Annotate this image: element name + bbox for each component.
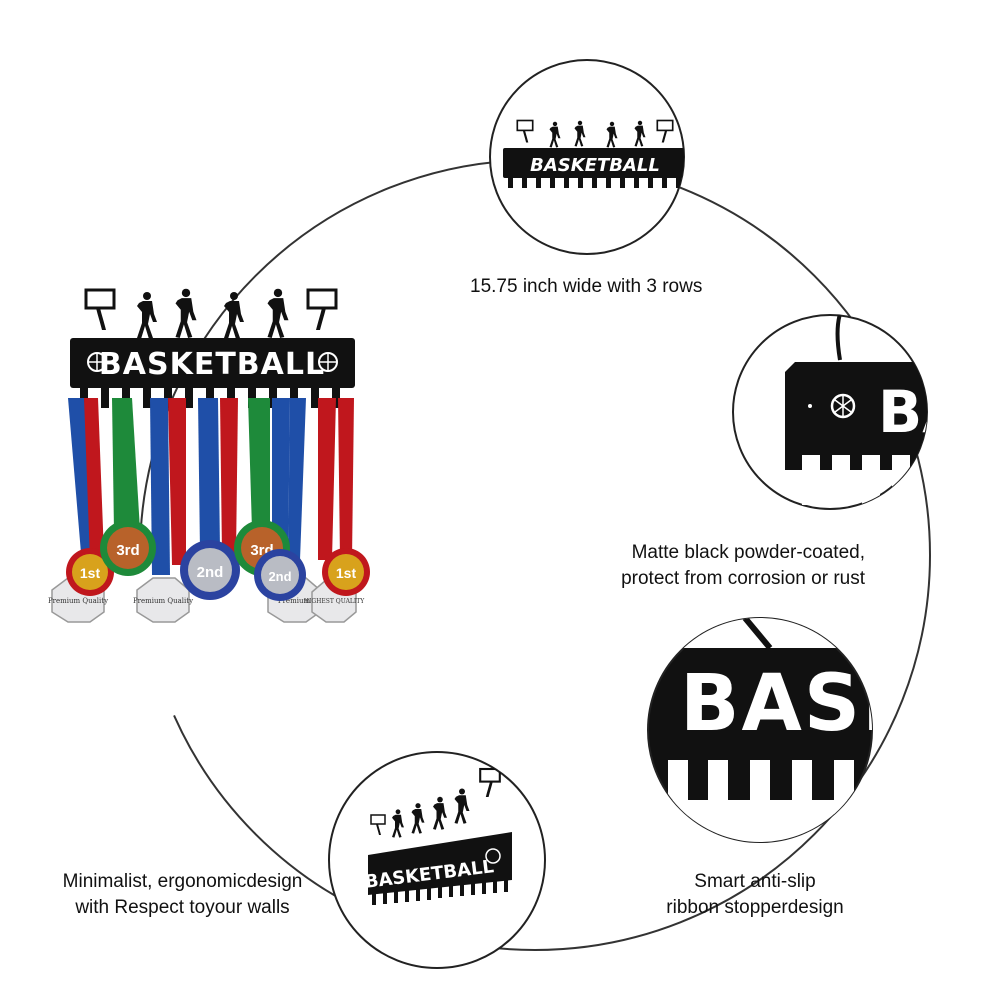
caption-line: Minimalist, ergonomicdesign: [62, 871, 303, 892]
svg-text:1st: 1st: [336, 565, 357, 581]
hoop-left-icon: [84, 288, 116, 332]
caption-line: Smart anti-slip: [694, 871, 816, 892]
svg-text:3rd: 3rd: [116, 542, 139, 559]
medals: 1st 3rd 2nd 3rd 2nd 1st: [66, 520, 370, 601]
svg-text:HIGHEST QUALITY: HIGHEST QUALITY: [304, 598, 366, 605]
feature-caption-stopper: Smart anti-slip ribbon stopperdesign: [640, 869, 870, 921]
corner-detail-text: BA: [878, 378, 967, 446]
caption-line: 15.75 inch wide with 3 rows: [470, 276, 703, 297]
svg-text:2nd: 2nd: [268, 569, 291, 584]
closeup-letters-text: BASI: [680, 659, 893, 749]
caption-line: with Respect toyour walls: [75, 897, 290, 918]
feature-caption-design: Minimalist, ergonomicdesign with Respect…: [50, 869, 315, 921]
svg-text:Premium Quality: Premium Quality: [48, 597, 108, 605]
feature-caption-size: 15.75 inch wide with 3 rows: [470, 274, 702, 300]
zoom-circle-angled-rack: BASKETBALL: [328, 751, 546, 969]
rack-bar: [70, 338, 355, 388]
feature-caption-finish: Matte black powder-coated, protect from …: [560, 540, 865, 592]
zoom-circle-full-rack: BASKETBALL: [489, 59, 685, 255]
svg-text:1st: 1st: [80, 565, 101, 581]
caption-line: Matte black powder-coated,: [631, 542, 865, 563]
rack-sign-text: BASKETBALL: [530, 155, 660, 176]
zoom-circle-ribbon-stopper: BASI: [647, 617, 893, 843]
caption-line: ribbon stopperdesign: [666, 897, 844, 918]
player-silhouettes-icon: [137, 288, 289, 339]
hoop-right-icon: [306, 288, 338, 332]
rack-sign-text: BASKETBALL: [99, 347, 325, 382]
svg-text:Premium: Premium: [278, 597, 311, 605]
zoom-circle-corner-detail: BA: [732, 314, 967, 510]
medal-rack-main-image: BASKETBALL: [48, 288, 370, 623]
svg-text:Premium Quality: Premium Quality: [133, 597, 193, 605]
ribbons: [68, 398, 354, 575]
svg-text:2nd: 2nd: [197, 564, 224, 581]
caption-line: protect from corrosion or rust: [621, 568, 865, 589]
rack-hooks: [80, 386, 340, 408]
